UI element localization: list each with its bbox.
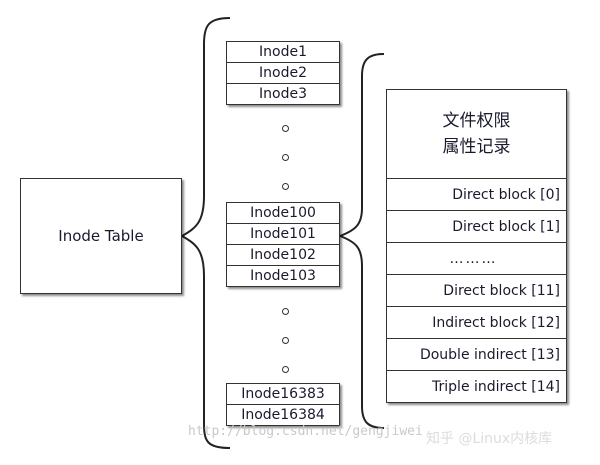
inode-group-bottom: Inode16383 Inode16384	[226, 383, 340, 426]
inode-cell: Inode100	[226, 202, 340, 224]
ellipsis-dot	[282, 154, 289, 161]
detail-row: Triple indirect [14]	[432, 378, 560, 395]
detail-row: Direct block [0]	[387, 179, 566, 211]
ellipsis-dot	[282, 183, 289, 190]
inode-cell: Inode101	[226, 223, 340, 245]
inode-cell: Inode102	[226, 244, 340, 266]
detail-header-line2: 属性记录	[442, 137, 511, 157]
inode-cell: Inode16384	[226, 404, 340, 426]
inode-detail-table: 文件权限 属性记录 Direct block [0] Direct block …	[386, 89, 567, 403]
inode-group-middle: Inode100 Inode101 Inode102 Inode103	[226, 202, 340, 287]
detail-row: Double indirect [13]	[387, 339, 566, 371]
inode-cell: Inode2	[226, 62, 340, 84]
watermark-url: http://blog.csdn.net/gengjiwei	[188, 424, 423, 439]
ellipsis-dot	[282, 125, 289, 132]
inode-cell: Inode16383	[226, 383, 340, 405]
inode-table-box: Inode Table	[20, 178, 182, 294]
detail-row: Direct block [11]	[387, 275, 566, 307]
detail-header: 文件权限 属性记录	[387, 90, 566, 179]
detail-row: Indirect block [12]	[387, 307, 566, 339]
ellipsis-dot	[282, 308, 289, 315]
ellipsis-dot	[282, 337, 289, 344]
inode-table-label: Inode Table	[58, 227, 144, 245]
ellipsis-dot	[282, 366, 289, 373]
right-brace	[337, 53, 385, 429]
detail-row: Direct block [1]	[387, 211, 566, 243]
inode-group-top: Inode1 Inode2 Inode3	[226, 41, 340, 105]
inode-cell: Inode3	[226, 83, 340, 105]
inode-cell: Inode103	[226, 265, 340, 287]
detail-header-line1: 文件权限	[442, 111, 511, 131]
inode-cell: Inode1	[226, 41, 340, 63]
detail-row-ellipsis: ………	[387, 243, 566, 275]
left-brace	[179, 17, 231, 449]
watermark-brand: 知乎 @Linux内核库	[426, 431, 553, 447]
